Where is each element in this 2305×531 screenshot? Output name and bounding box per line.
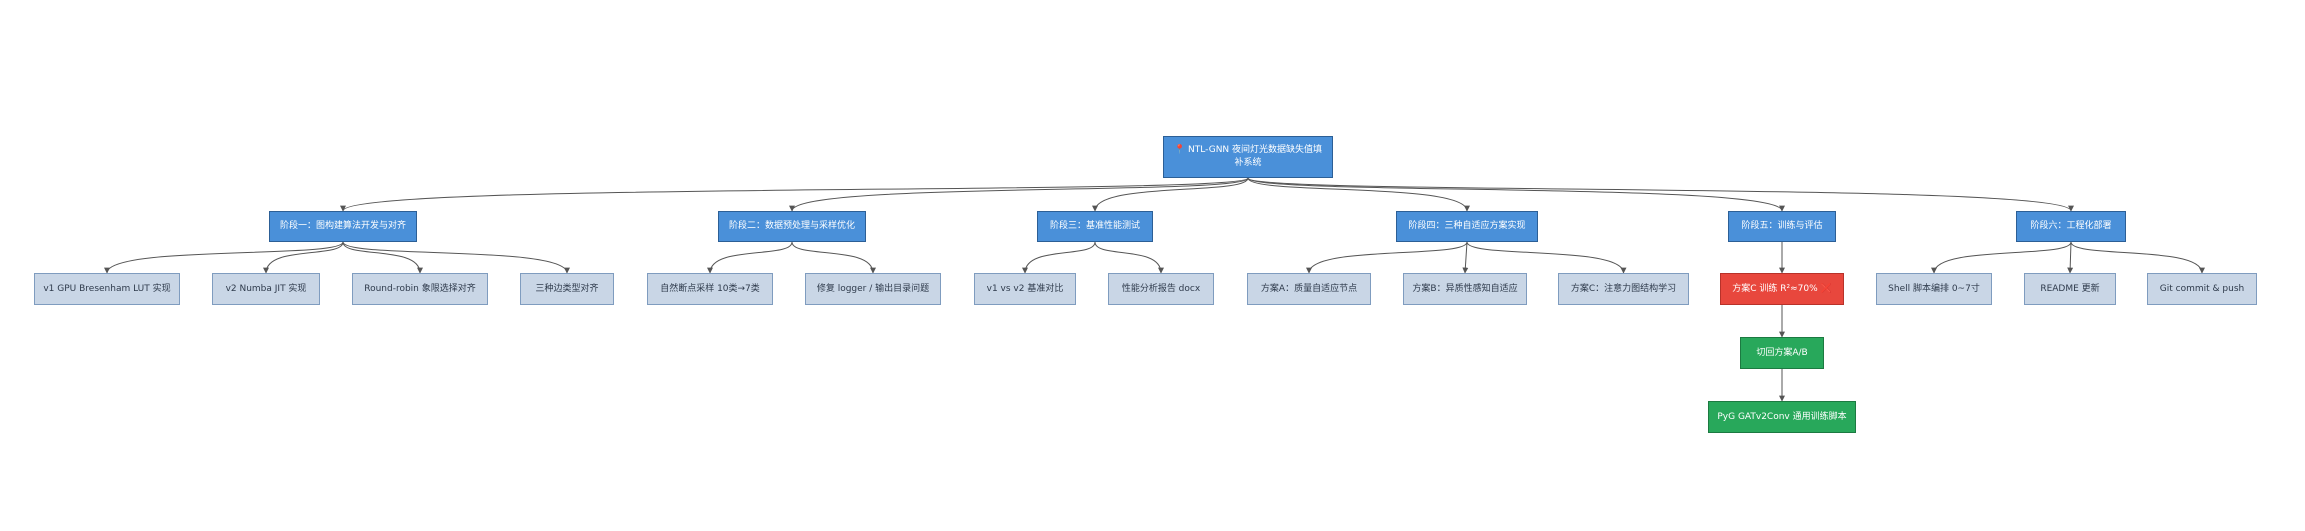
task-node[interactable]: 性能分析报告 docx [1108,273,1214,305]
connector-edge [1094,241,1164,274]
task-node[interactable]: Shell 脚本编排 0~7寸 [1876,273,1992,305]
connector-edge [1306,241,1468,274]
task-label: Shell 脚本编排 0~7寸 [1888,283,1980,294]
task-label: 方案A：质量自适应节点 [1260,283,1358,294]
task-label: 性能分析报告 docx [1121,283,1201,294]
stage-2-label: 阶段二：数据预处理与采样优化 [728,221,855,231]
connector-edge [791,241,876,274]
stage-6-label: 阶段六：工程化部署 [2030,221,2112,231]
root-node[interactable]: 📍 NTL-GNN 夜间灯光数据缺失值填补系统 [1163,136,1333,178]
task-node[interactable]: 修复 logger / 输出目录问题 [805,273,941,305]
task-node[interactable]: Round-robin 象限选择对齐 [352,273,488,305]
stage-2-node[interactable]: 阶段二：数据预处理与采样优化 [718,211,866,242]
task-node[interactable]: 方案B：异质性感知自适应 [1403,273,1527,305]
task-node[interactable]: Git commit & push [2147,273,2257,305]
connector-edge [1931,241,2072,274]
task-label: 修复 logger / 输出目录问题 [816,283,930,294]
task-label: 自然断点采样 10类→7类 [660,283,760,294]
task-node[interactable]: README 更新 [2024,273,2116,305]
stage-1-label: 阶段一：图构建算法开发与对齐 [279,221,406,231]
connector-edge [1462,241,1469,274]
task-label: v1 GPU Bresenham LUT 实现 [43,283,171,294]
task-node-success[interactable]: PyG GATv2Conv 通用训练脚本 [1708,401,1856,433]
stage-1-node[interactable]: 阶段一：图构建算法开发与对齐 [269,211,417,242]
task-node[interactable]: 方案C：注意力图结构学习 [1558,273,1689,305]
connector-edge [263,241,344,274]
stage-3-label: 阶段三：基准性能测试 [1049,221,1140,231]
connector-edge [1022,241,1096,274]
stage-5-node[interactable]: 阶段五：训练与评估 [1728,211,1836,242]
task-node[interactable]: v1 vs v2 基准对比 [974,273,1076,305]
task-label: 方案C：注意力图结构学习 [1570,283,1677,294]
connector-edge [342,241,570,274]
connector-edge [1466,241,1627,274]
task-node[interactable]: v2 Numba JIT 实现 [212,273,320,305]
task-node[interactable]: 自然断点采样 10类→7类 [647,273,773,305]
task-label: Round-robin 象限选择对齐 [364,283,476,294]
task-label: README 更新 [2040,283,2100,294]
connector-edge [340,177,1249,212]
stage-3-node[interactable]: 阶段三：基准性能测试 [1037,211,1153,242]
task-node[interactable]: v1 GPU Bresenham LUT 实现 [34,273,180,305]
task-node-failed[interactable]: 方案C 训练 R²≈70% ❌ [1720,273,1844,305]
connector-edge [342,241,423,274]
task-label: 方案C 训练 R²≈70% ❌ [1732,283,1832,294]
task-label: v2 Numba JIT 实现 [225,283,307,294]
root-label: 📍 NTL-GNN 夜间灯光数据缺失值填补系统 [1173,145,1323,168]
task-node[interactable]: 三种边类型对齐 [520,273,614,305]
connector-edge [104,241,344,274]
task-label: PyG GATv2Conv 通用训练脚本 [1717,411,1847,422]
connector-edge [789,177,1249,212]
task-label: v1 vs v2 基准对比 [986,283,1064,294]
connector-edge [2067,241,2074,274]
connector-edge [1092,177,1249,212]
stage-5-label: 阶段五：训练与评估 [1741,221,1823,231]
connector-edge [707,241,793,274]
stage-4-label: 阶段四：三种自适应方案实现 [1408,221,1526,231]
stage-6-node[interactable]: 阶段六：工程化部署 [2016,211,2126,242]
task-node[interactable]: 方案A：质量自适应节点 [1247,273,1371,305]
connector-edge [1247,177,2074,212]
task-label: 切回方案A/B [1756,347,1808,358]
task-label: 方案B：异质性感知自适应 [1412,283,1518,294]
connector-edge [2070,241,2205,274]
task-node-success[interactable]: 切回方案A/B [1740,337,1824,369]
task-label: 三种边类型对齐 [535,283,599,294]
task-label: Git commit & push [2159,283,2245,294]
stage-4-node[interactable]: 阶段四：三种自适应方案实现 [1396,211,1538,242]
connector-edge [1247,177,1785,212]
connector-edge [1247,177,1470,212]
